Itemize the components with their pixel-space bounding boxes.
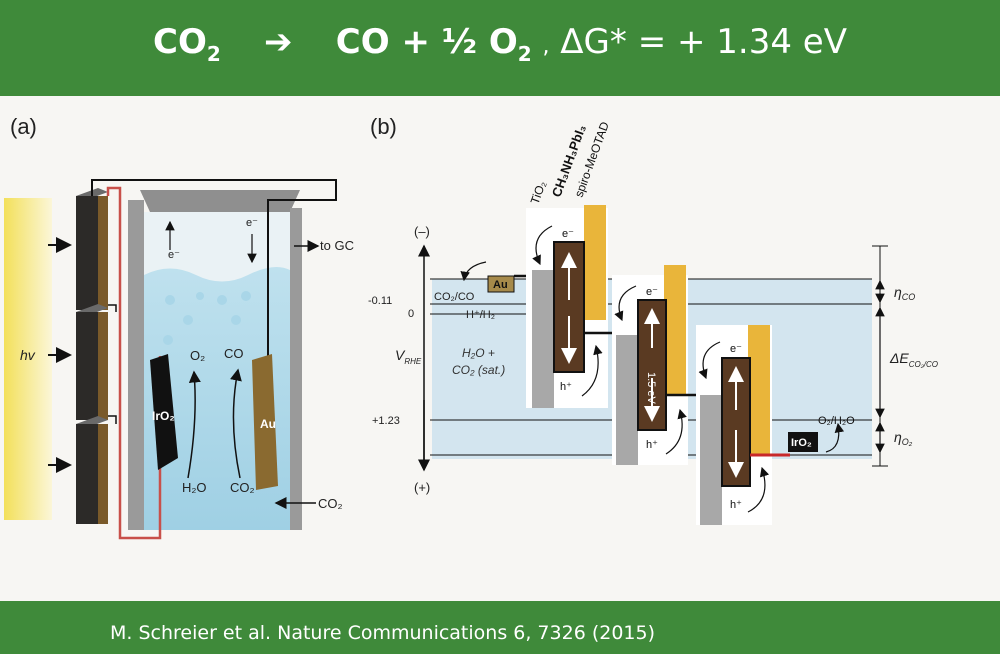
plus-label: (+) bbox=[414, 480, 430, 495]
light-source bbox=[4, 198, 52, 520]
wire-red bbox=[106, 186, 162, 540]
wire-black bbox=[91, 179, 337, 356]
svg-text:IrO₂: IrO₂ bbox=[791, 437, 812, 449]
svg-text:TiO₂: TiO₂ bbox=[528, 179, 549, 206]
solar-cell bbox=[76, 188, 108, 310]
eta-o2: ηO₂ bbox=[894, 429, 913, 447]
o2-label: O₂ bbox=[190, 348, 205, 363]
electrolyte bbox=[144, 266, 290, 530]
hole-2: h⁺ bbox=[646, 439, 658, 451]
electrolyte-line2: CO₂ (sat.) bbox=[452, 363, 505, 377]
co2-co-couple: CO₂/CO bbox=[434, 291, 475, 303]
solar-cell-stack-2 bbox=[612, 265, 696, 465]
level-0: 0 bbox=[408, 308, 414, 320]
panel-b-label: (b) bbox=[370, 114, 397, 139]
hole-3: h⁺ bbox=[730, 499, 742, 511]
svg-text:Au: Au bbox=[493, 279, 508, 291]
to-gc-label: to GC bbox=[320, 238, 354, 253]
au-catalyst-box bbox=[487, 275, 515, 293]
title-banner: CO2 ➔ CO + ½ O2 , ΔG* = + 1.34 eV bbox=[0, 0, 1000, 96]
level-123: +1.23 bbox=[372, 415, 400, 427]
hole-1: h⁺ bbox=[560, 381, 572, 393]
o2-arrow bbox=[187, 370, 201, 479]
cell-wire bbox=[108, 415, 117, 424]
co2-inlet-label: CO₂ bbox=[318, 496, 343, 511]
eta-co: ηCO bbox=[894, 284, 915, 302]
e-minus-left: e⁻ bbox=[168, 249, 180, 261]
footer-banner bbox=[0, 601, 1000, 654]
co-label: CO bbox=[224, 346, 244, 361]
cell-wall bbox=[290, 208, 302, 530]
solar-cell-stack-1 bbox=[526, 205, 612, 408]
cell-wall bbox=[128, 200, 144, 530]
svg-text:Au: Au bbox=[260, 417, 276, 431]
iro2-electrode bbox=[150, 354, 178, 470]
reaction-arrow: ➔ bbox=[264, 22, 293, 62]
solar-cell bbox=[76, 416, 108, 524]
level-m011: -0.11 bbox=[368, 295, 392, 307]
au-electrode bbox=[252, 354, 278, 490]
e-minus-right: e⁻ bbox=[246, 217, 258, 229]
light-label: hv bbox=[20, 347, 36, 363]
gap-label: 1.5 eV bbox=[645, 372, 657, 404]
solar-cell-stack-3 bbox=[696, 325, 790, 525]
stack-labels: TiO₂ bbox=[528, 179, 549, 206]
reaction-equation: CO2 ➔ CO + ½ O2 , ΔG* = + 1.34 eV bbox=[153, 22, 847, 66]
iro2-catalyst-box bbox=[788, 432, 818, 452]
o2-h2o-couple: O₂/H₂O bbox=[818, 415, 855, 427]
co-arrow bbox=[230, 368, 242, 479]
bubbles bbox=[163, 291, 251, 345]
product-o2: ½ O bbox=[441, 22, 518, 62]
electron-3: e⁻ bbox=[730, 343, 742, 355]
product-co: CO + bbox=[335, 22, 430, 62]
svg-text:IrO₂: IrO₂ bbox=[152, 409, 175, 423]
reactant: CO bbox=[153, 22, 207, 62]
delta-g: ΔG* = + 1.34 eV bbox=[560, 22, 847, 62]
vrhe-label: VRHE bbox=[395, 347, 422, 366]
panel-a-label: (a) bbox=[10, 114, 37, 139]
electron-2: e⁻ bbox=[646, 286, 658, 298]
cell-wire bbox=[108, 304, 117, 312]
minus-label: (–) bbox=[414, 224, 430, 239]
co2-bottom-label: CO₂ bbox=[230, 480, 255, 495]
electron-1: e⁻ bbox=[562, 228, 574, 240]
electrolyte-line1: H₂O + bbox=[462, 346, 495, 360]
solar-cell bbox=[76, 304, 108, 420]
h-h2-couple: H⁺/H₂ bbox=[466, 309, 495, 321]
delta-e: ΔECO₂/CO bbox=[889, 350, 938, 369]
cell-top bbox=[140, 190, 300, 212]
h2o-label: H₂O bbox=[182, 480, 207, 495]
citation: M. Schreier et al. Nature Communications… bbox=[110, 622, 656, 644]
